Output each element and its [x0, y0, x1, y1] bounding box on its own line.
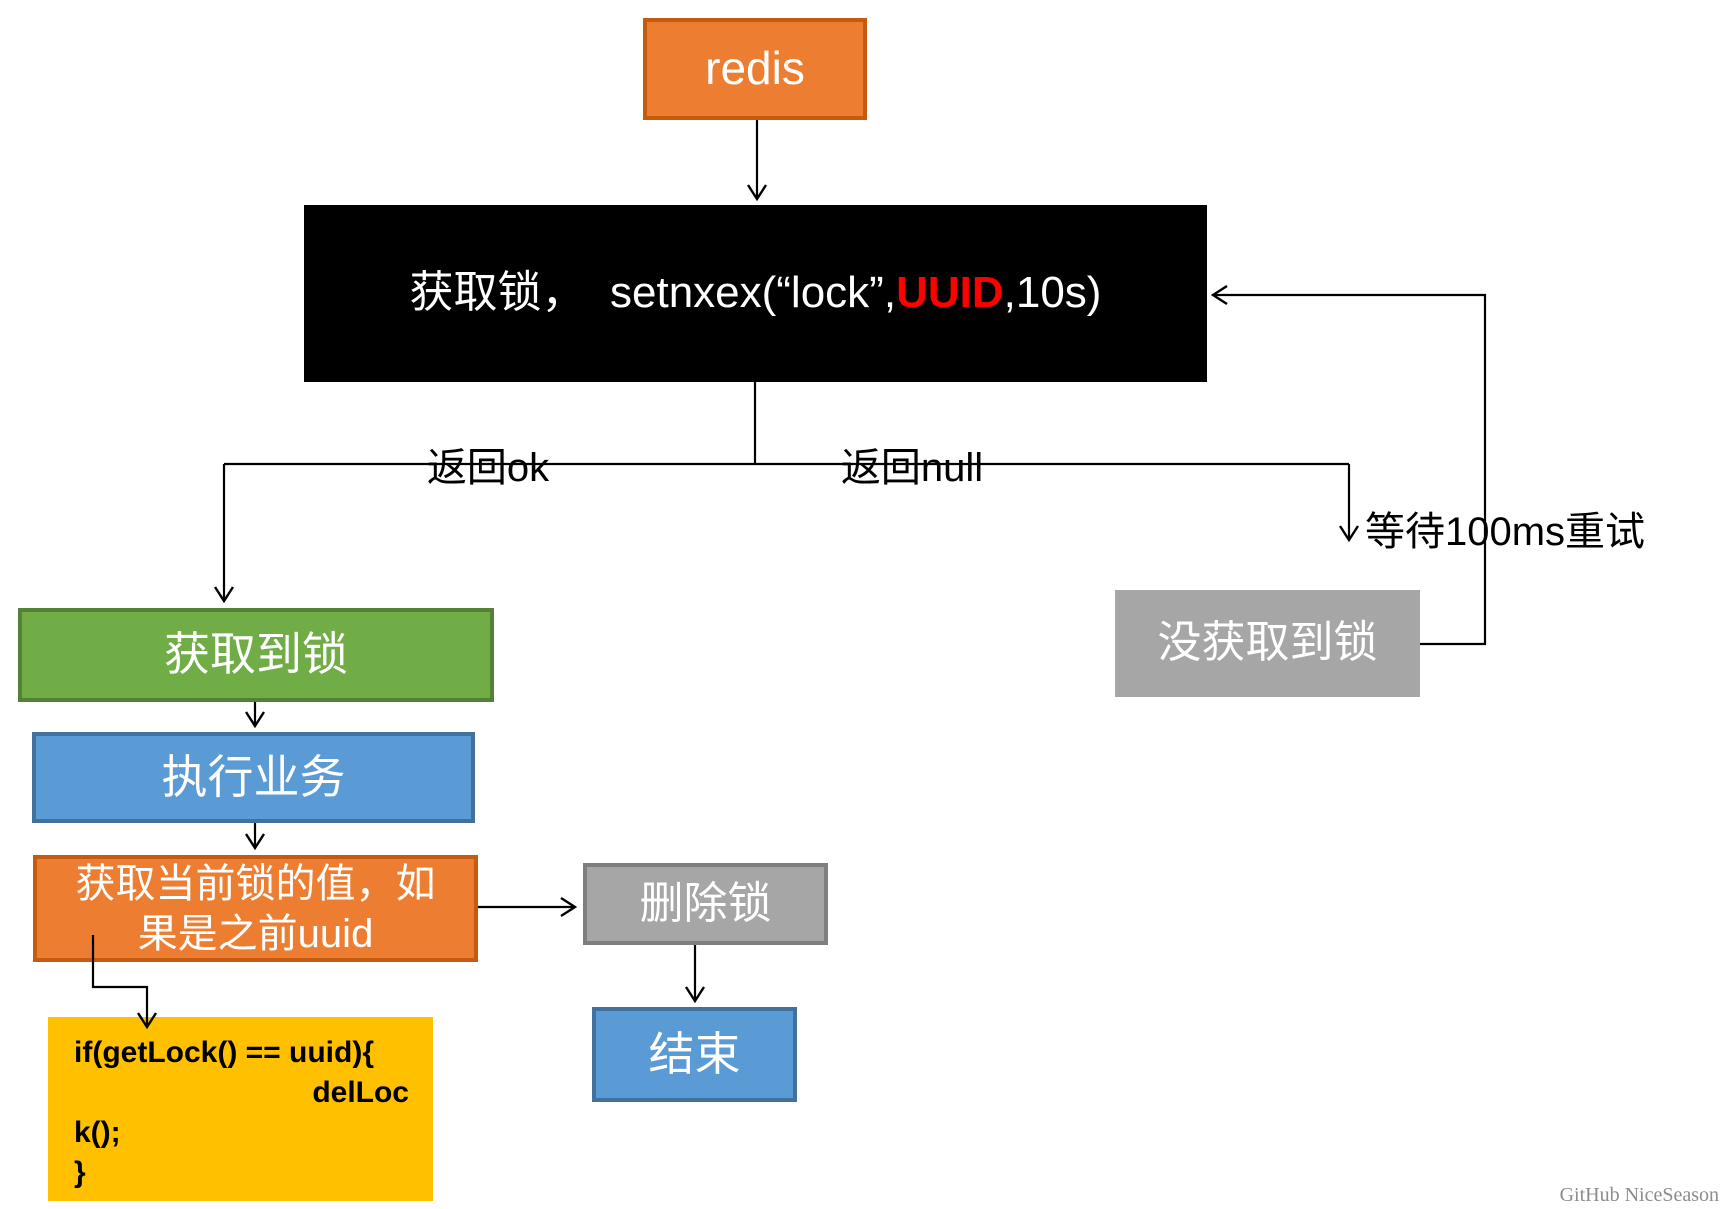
watermark-text: GitHub NiceSeason	[1559, 1184, 1719, 1206]
node-end-label: 结束	[648, 1027, 741, 1080]
acquire-lock-text: 获取锁， setnxex(“lock”,UUID,10s)	[410, 267, 1102, 320]
node-acquire-lock: 获取锁， setnxex(“lock”,UUID,10s)	[304, 205, 1207, 382]
node-end: 结束	[592, 1007, 797, 1102]
edge-label-return-null: 返回null	[840, 446, 984, 490]
code-line-2: delLoc	[312, 1076, 409, 1109]
node-redis: redis	[643, 18, 867, 120]
node-run-business-label: 执行业务	[161, 750, 346, 803]
node-got-lock: 获取到锁	[18, 608, 494, 702]
node-no-lock: 没获取到锁	[1115, 590, 1420, 697]
acquire-lock-prefix: 获取锁， setnxex(“lock”,	[409, 268, 897, 318]
edge-label-return-ok: 返回ok	[426, 446, 550, 490]
node-no-lock-label: 没获取到锁	[1157, 618, 1378, 668]
node-delete-lock-label: 删除锁	[639, 878, 772, 928]
node-code-snippet: if(getLock() == uuid){ delLoc k(); }	[48, 1017, 433, 1201]
edge-label-retry-wait: 等待100ms重试	[1364, 510, 1646, 554]
check-lock-line1: 获取当前锁的值，如	[75, 861, 436, 906]
node-check-current-lock: 获取当前锁的值，如 果是之前uuid	[33, 855, 478, 962]
node-redis-label: redis	[705, 42, 805, 95]
acquire-lock-suffix: ,10s)	[1003, 268, 1102, 318]
code-line-3: k();	[74, 1116, 121, 1149]
code-line-4: }	[74, 1156, 86, 1189]
code-line-1: if(getLock() == uuid){	[74, 1036, 374, 1069]
node-run-business: 执行业务	[32, 732, 475, 823]
node-delete-lock: 删除锁	[583, 863, 828, 945]
node-got-lock-label: 获取到锁	[164, 628, 348, 681]
acquire-lock-uuid: UUID	[896, 268, 1004, 318]
check-lock-line2: 果是之前uuid	[137, 911, 374, 956]
